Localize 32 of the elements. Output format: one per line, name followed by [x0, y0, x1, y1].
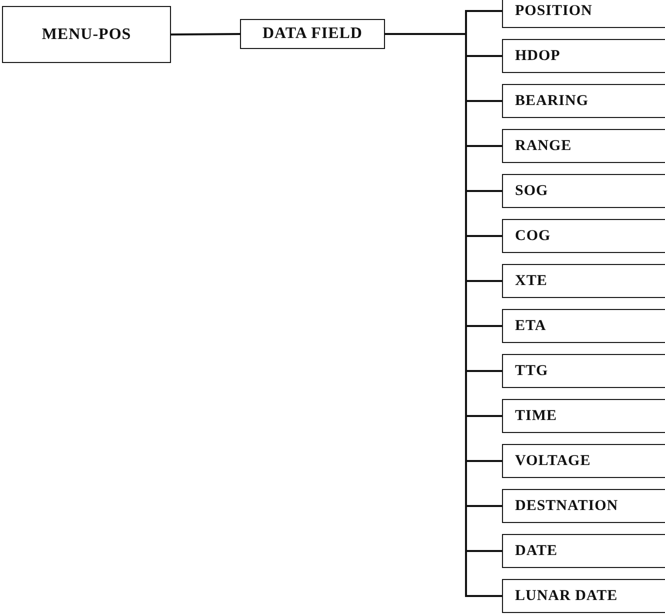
option-box: [502, 84, 665, 118]
menu-label: DATA FIELD: [262, 25, 362, 43]
option-box: [502, 489, 665, 523]
menu-label: VOLTAGE: [515, 452, 591, 470]
connector-line: [171, 33, 240, 36]
option-box: [502, 219, 665, 253]
menu-label: DESTNATION: [515, 498, 618, 514]
option-box: [502, 399, 665, 433]
menu-label: XTE: [515, 272, 548, 290]
option-box: [502, 174, 665, 208]
option-box: [502, 534, 665, 568]
menu-label: HDOP: [515, 48, 560, 64]
option-box: [502, 39, 665, 73]
menu-label: RANGE: [515, 138, 572, 154]
option-box: [502, 444, 665, 478]
menu-label: DATE: [515, 542, 558, 560]
menu-label: TIME: [515, 408, 558, 424]
option-box: [502, 309, 665, 343]
menu-box: [2, 6, 171, 63]
menu-label: COG: [515, 228, 551, 244]
option-box: [502, 129, 665, 163]
menu-label: BEARING: [515, 92, 589, 110]
menu-label: ETA: [515, 318, 546, 334]
menu-label: SOG: [515, 182, 548, 200]
menu-label: POSITION: [515, 2, 592, 20]
option-box: [502, 579, 665, 613]
option-box: [502, 354, 665, 388]
menu-label: TTG: [515, 362, 548, 380]
menu-label: LUNAR DATE: [515, 588, 618, 604]
option-box: [502, 264, 665, 298]
menu-label: MENU-POS: [42, 26, 132, 44]
menu-box: [240, 19, 385, 49]
